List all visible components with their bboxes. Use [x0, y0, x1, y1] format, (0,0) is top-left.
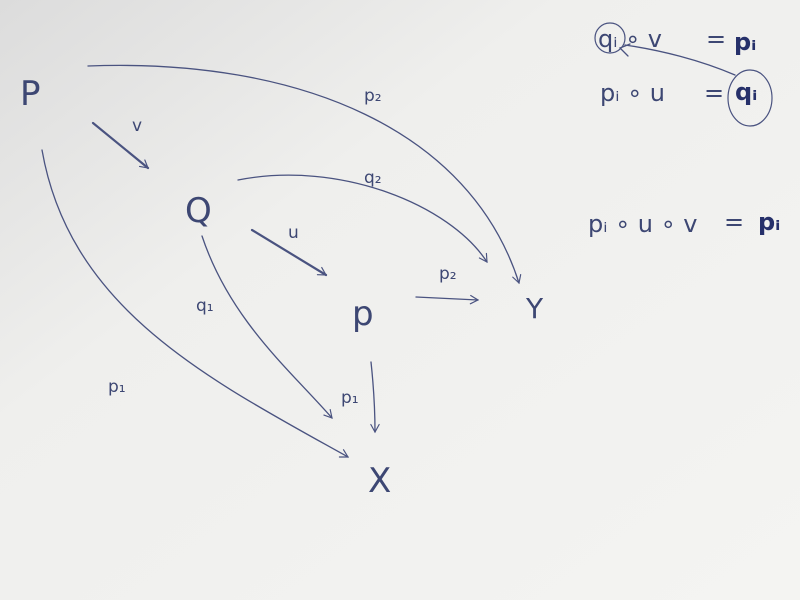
equation-3: pᵢ ∘ u ∘ v = pᵢ	[588, 208, 780, 238]
edge-label-P-X: p₁	[108, 377, 126, 397]
edge-Q-to-p	[250, 228, 328, 277]
edge-P-to-Y	[87, 64, 522, 285]
equation-1-eq: =	[706, 25, 726, 53]
edge-p-to-Y	[415, 294, 480, 305]
node-Q: Q	[185, 191, 212, 231]
equation-3-rhs: pᵢ	[758, 208, 780, 236]
edge-label-v: v	[132, 116, 142, 136]
edge-label-Q-Y: q₂	[364, 168, 382, 188]
edge-label-Q-X: q₁	[196, 296, 214, 316]
edge-label-p-Y: p₂	[439, 264, 457, 284]
substitution-connector	[624, 44, 736, 76]
node-X: X	[368, 461, 391, 501]
equation-2-rhs: qᵢ	[735, 78, 757, 106]
equation-1-lhs: qᵢ ∘ v	[598, 25, 662, 53]
equation-2: pᵢ ∘ u = qᵢ	[600, 69, 773, 127]
edge-Q-to-Y	[237, 174, 488, 264]
edge-label-p-X: p₁	[341, 388, 359, 408]
edge-p-to-X	[370, 361, 380, 434]
node-P-big: P	[20, 74, 41, 114]
node-Y: Y	[525, 292, 544, 325]
edge-Q-to-X	[201, 235, 333, 419]
circle-mark-qi	[727, 69, 773, 127]
edge-P-to-X	[41, 149, 350, 458]
edge-label-u: u	[288, 223, 299, 243]
equation-1: qᵢ ∘ v = pᵢ	[594, 22, 756, 56]
equation-3-eq: =	[724, 208, 744, 236]
substitution-arrowhead	[618, 43, 631, 57]
equation-2-lhs: pᵢ ∘ u	[600, 79, 665, 107]
equation-1-rhs: pᵢ	[734, 28, 756, 56]
equation-3-lhs: pᵢ ∘ u ∘ v	[588, 210, 698, 238]
equation-2-eq: =	[704, 79, 724, 107]
circle-mark-q	[594, 22, 626, 54]
edge-P-to-Q	[91, 121, 150, 170]
edge-label-P-Y: p₂	[364, 86, 382, 106]
node-p: p	[352, 294, 374, 334]
